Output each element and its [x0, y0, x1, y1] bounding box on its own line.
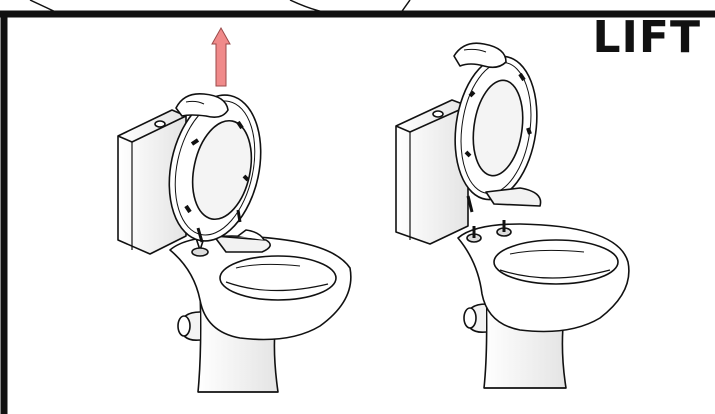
lift-label: LIFT — [593, 16, 701, 60]
toilet-left — [118, 86, 351, 392]
hand-right — [454, 43, 506, 67]
toilet-right — [396, 43, 629, 388]
up-arrow-icon — [212, 28, 230, 86]
